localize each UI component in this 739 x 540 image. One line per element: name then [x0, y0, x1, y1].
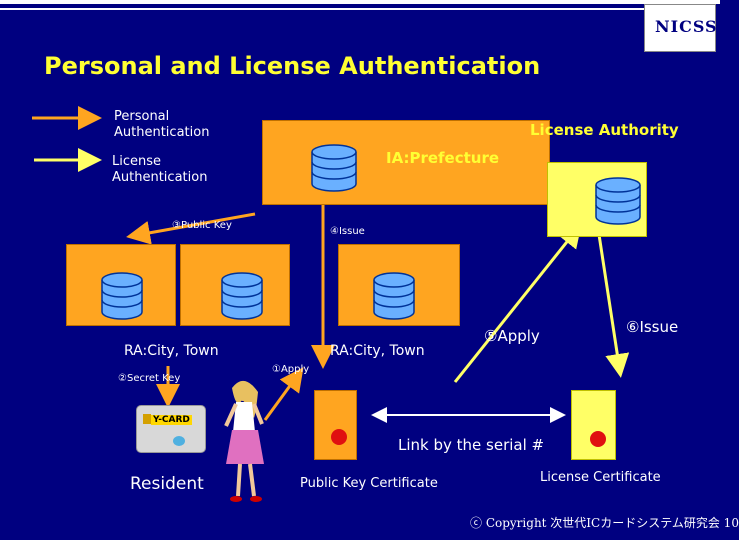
license-apply-arrow — [453, 223, 582, 383]
legend-personal-label: Personal Authentication — [114, 109, 209, 141]
serial-seal-icon — [331, 429, 347, 445]
step-issue-big: ⑥Issue — [626, 318, 679, 336]
resident-label: Resident — [130, 474, 204, 494]
license-certificate-doc — [571, 390, 616, 460]
card-photo-icon — [173, 436, 185, 446]
database-icon-ra1 — [101, 272, 143, 320]
y-card-label: Y-CARD — [151, 415, 192, 425]
card-chip-icon — [143, 414, 151, 424]
step-issue-small: ④Issue — [330, 226, 365, 237]
license-issue-arrow — [596, 227, 630, 378]
legend-license-label: License Authentication — [112, 154, 207, 186]
database-icon-ia — [311, 144, 357, 192]
database-icon-license-authority — [595, 177, 641, 225]
ra-left-label: RA:City, Town — [124, 343, 219, 359]
resident-figure-icon — [224, 380, 264, 502]
logo-text: NICSS — [655, 17, 718, 36]
slide-title: Personal and License Authentication — [44, 52, 541, 80]
link-by-serial-label: Link by the serial # — [398, 436, 545, 454]
nicss-logo: NICSS — [644, 4, 718, 52]
ia-label: IA:Prefecture — [386, 149, 500, 167]
database-icon-ra2 — [221, 272, 263, 320]
copyright-footer: ⓒ Copyright 次世代ICカードシステム研究会 10 — [470, 516, 739, 530]
legend-license-text: License Authentication — [112, 154, 208, 185]
y-card-image: Y-CARD — [136, 405, 206, 453]
ra-right-label: RA:City, Town — [330, 343, 425, 359]
public-key-certificate-label: Public Key Certificate — [300, 476, 438, 491]
step-public-key: ③Public Key — [172, 220, 232, 231]
diagram-canvas — [32, 106, 630, 423]
top-border-line-thin — [0, 8, 650, 10]
step-apply-small: ①Apply — [272, 364, 310, 375]
legend-personal-text: Personal Authentication — [114, 109, 210, 140]
database-icon-ra3 — [373, 272, 415, 320]
top-border-line — [0, 0, 720, 4]
license-authority-label: License Authority — [530, 121, 679, 139]
license-certificate-label: License Certificate — [540, 470, 661, 485]
public-key-arrow — [126, 212, 256, 245]
step-apply-big: ⑤Apply — [484, 327, 540, 345]
public-key-certificate-doc — [314, 390, 357, 460]
serial-seal-icon-2 — [590, 431, 606, 447]
ia-prefecture-box — [262, 120, 550, 205]
step-secret-key: ②Secret Key — [118, 373, 181, 384]
database-layer — [101, 144, 641, 320]
apply-arrow — [263, 367, 304, 421]
